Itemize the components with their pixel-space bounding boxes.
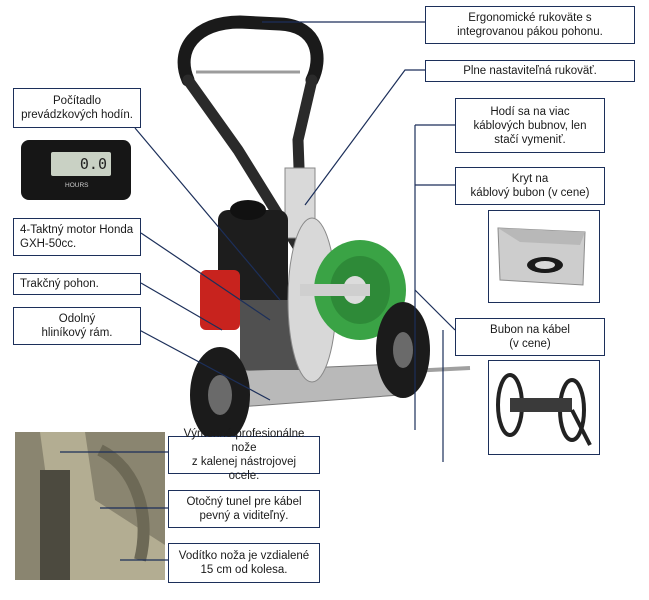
reel-photo-frame (488, 360, 600, 455)
callout-adjustable-handle: Plne nastaviteľná rukoväť. (425, 60, 635, 82)
cable-reel (300, 240, 406, 340)
callout-traction: Trakčný pohon. (13, 273, 141, 295)
drum-cover-photo (497, 227, 586, 286)
hour-meter-body: 0.0 HOURS (21, 140, 131, 200)
blade-detail-photo (15, 432, 165, 580)
hour-meter-photo: 0.0 HOURS (13, 128, 141, 208)
hour-meter-unit: HOURS (65, 182, 89, 189)
leader-lines (60, 21, 456, 561)
cable-drum-photo (496, 373, 592, 446)
callout-cable-drum: Bubon na kábel(v cene) (455, 318, 605, 356)
cover-photo-frame (488, 210, 600, 303)
hour-meter-screen: 0.0 (51, 152, 111, 176)
